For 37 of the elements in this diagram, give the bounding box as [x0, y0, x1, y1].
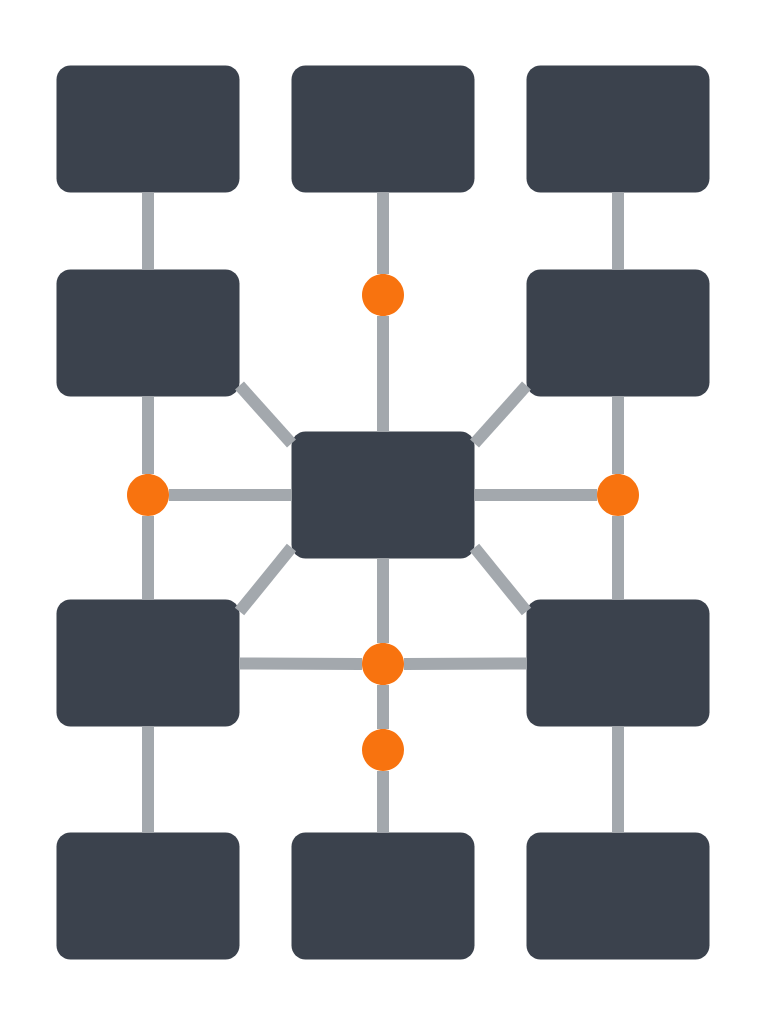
node-box — [56, 832, 240, 960]
connector-line — [470, 381, 531, 448]
connector-line — [469, 543, 532, 616]
node-box — [526, 599, 710, 727]
junction-dot — [362, 729, 404, 771]
junction-dot — [362, 274, 404, 316]
connector-line — [142, 396, 154, 474]
connector-line — [377, 771, 389, 833]
connector-line — [377, 558, 389, 643]
node-box — [526, 269, 710, 397]
connector-line — [403, 657, 527, 670]
junction-dot — [362, 643, 404, 685]
node-box — [526, 832, 710, 960]
connector-line — [612, 726, 624, 833]
connector-line — [612, 516, 624, 600]
connector-line — [239, 657, 363, 670]
node-box — [526, 65, 710, 193]
connector-line — [377, 685, 389, 729]
node-box — [56, 65, 240, 193]
junction-dot — [127, 474, 169, 516]
connector-line — [142, 516, 154, 600]
connector-line — [142, 726, 154, 833]
junction-dot — [597, 474, 639, 516]
connector-line — [169, 489, 292, 501]
node-box — [291, 832, 475, 960]
connector-line — [142, 192, 154, 270]
node-box — [291, 65, 475, 193]
node-box — [291, 431, 475, 559]
connector-line — [235, 381, 296, 448]
connector-line — [377, 316, 389, 432]
node-box — [56, 599, 240, 727]
connector-line — [612, 192, 624, 270]
node-box — [56, 269, 240, 397]
connector-line — [377, 192, 389, 274]
connector-line — [612, 396, 624, 474]
connector-line — [474, 489, 597, 501]
connector-line — [234, 543, 297, 616]
